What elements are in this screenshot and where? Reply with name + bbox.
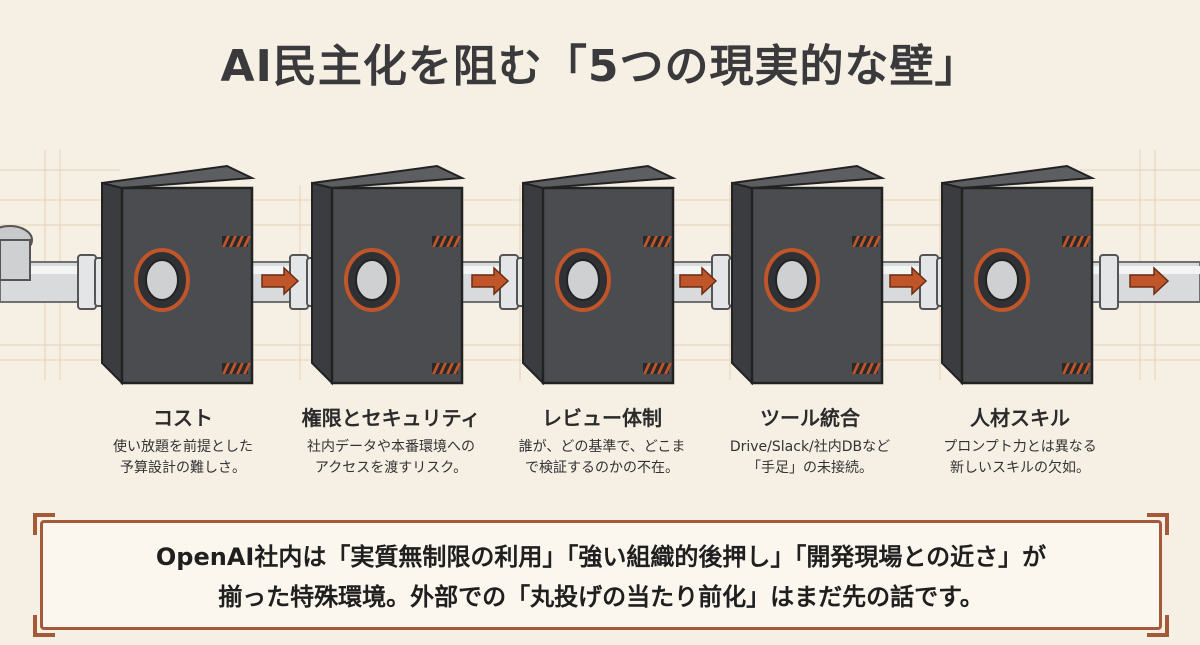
wall-description-line: 「手足」の未接続。 bbox=[747, 460, 873, 476]
corner-bracket bbox=[1147, 615, 1169, 637]
wall-block bbox=[731, 164, 886, 386]
corner-bracket bbox=[33, 615, 55, 637]
wall-description: プロンプト力とは異なる 新しいスキルの欠如。 bbox=[915, 437, 1125, 479]
wall-label-review: レビュー体制 誰が、どの基準で、どこま で検証するのかの不在。 bbox=[497, 402, 707, 479]
wall-title: ツール統合 bbox=[760, 406, 860, 430]
callout-line: 揃った特殊環境。外部での「丸投げの当たり前化」はまだ先の話です。 bbox=[218, 583, 984, 611]
page-title: AI民主化を阻む「5つの現実的な壁」 bbox=[220, 41, 980, 92]
wall-label-cost: コスト 使い放題を前提とした 予算設計の難しさ。 bbox=[78, 402, 288, 479]
wall-description: 誰が、どの基準で、どこま で検証するのかの不在。 bbox=[497, 437, 707, 479]
hazard-stripe bbox=[852, 236, 881, 247]
wall-block bbox=[101, 164, 256, 386]
corner-bracket bbox=[33, 513, 55, 535]
wall-description-line: 新しいスキルの欠如。 bbox=[950, 460, 1090, 476]
wall-description-line: 社内データや本番環境への bbox=[307, 439, 475, 455]
callout-line: OpenAI社内は「実質無制限の利用」「強い組織的後押し」「開発現場との近さ」が bbox=[155, 543, 1047, 571]
wall-label-security: 権限とセキュリティ 社内データや本番環境への アクセスを渡すリスク。 bbox=[286, 402, 496, 479]
summary-callout: OpenAI社内は「実質無制限の利用」「強い組織的後押し」「開発現場との近さ」が… bbox=[33, 513, 1169, 637]
wall-title: 権限とセキュリティ bbox=[301, 406, 481, 430]
callout-text: OpenAI社内は「実質無制限の利用」「強い組織的後押し」「開発現場との近さ」が… bbox=[43, 537, 1159, 617]
wall-description-line: プロンプト力とは異なる bbox=[943, 439, 1097, 455]
corner-bracket bbox=[1147, 513, 1169, 535]
wall-block bbox=[941, 164, 1096, 386]
hazard-stripe bbox=[1062, 363, 1091, 374]
wall-title: 人材スキル bbox=[970, 406, 1070, 430]
wall-block bbox=[522, 164, 677, 386]
hazard-stripe bbox=[222, 236, 251, 247]
wall-description: 社内データや本番環境への アクセスを渡すリスク。 bbox=[286, 437, 496, 479]
wall-label-tools: ツール統合 Drive/Slack/社内DBなど 「手足」の未接続。 bbox=[705, 402, 915, 479]
wall-description-line: 使い放題を前提とした bbox=[113, 439, 253, 455]
wall-label-skills: 人材スキル プロンプト力とは異なる 新しいスキルの欠如。 bbox=[915, 402, 1125, 479]
hazard-stripe bbox=[643, 363, 672, 374]
wall-title: コスト bbox=[153, 406, 213, 430]
wall-block bbox=[311, 164, 466, 386]
hazard-stripe bbox=[852, 363, 881, 374]
wall-description-line: 誰が、どの基準で、どこま bbox=[518, 439, 686, 455]
wall-description-line: アクセスを渡すリスク。 bbox=[314, 460, 468, 476]
wall-description-line: Drive/Slack/社内DBなど bbox=[729, 439, 891, 455]
hazard-stripe bbox=[643, 236, 672, 247]
wall-description-line: で検証するのかの不在。 bbox=[525, 460, 679, 476]
wall-title: レビュー体制 bbox=[542, 406, 662, 430]
wall-description: Drive/Slack/社内DBなど 「手足」の未接続。 bbox=[705, 437, 915, 479]
hazard-stripe bbox=[1062, 236, 1091, 247]
wall-blocks bbox=[101, 164, 1096, 386]
hazard-stripe bbox=[432, 236, 461, 247]
wall-description: 使い放題を前提とした 予算設計の難しさ。 bbox=[78, 437, 288, 479]
wall-description-line: 予算設計の難しさ。 bbox=[120, 460, 246, 476]
flow-arrows bbox=[261, 266, 1170, 296]
hazard-stripe bbox=[222, 363, 251, 374]
hazard-stripe bbox=[432, 363, 461, 374]
